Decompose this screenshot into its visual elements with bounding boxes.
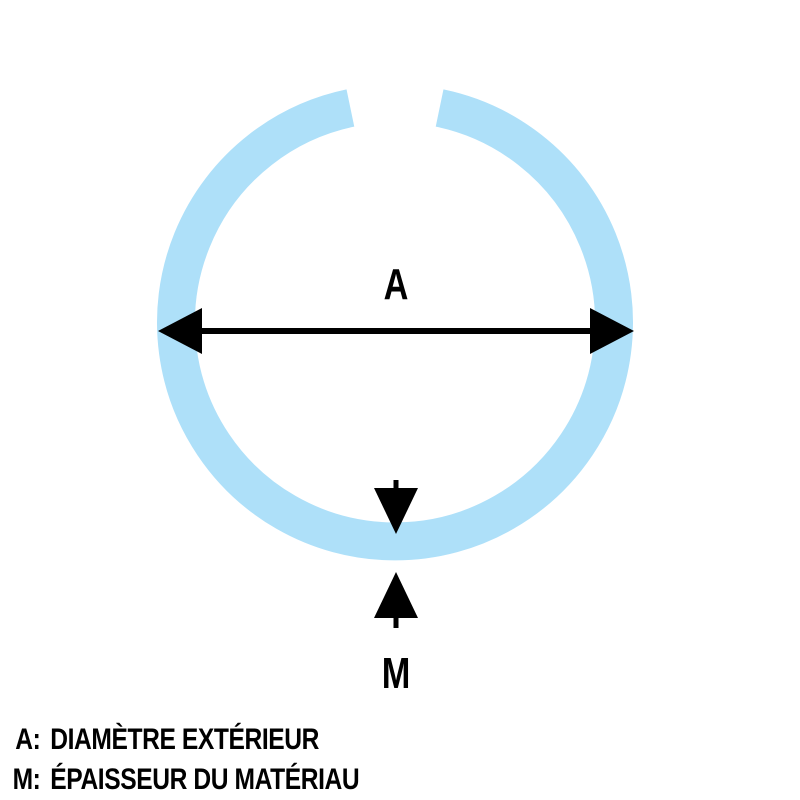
diameter-arrow-right	[590, 308, 634, 354]
legend-item-m: M: ÉPAISSEUR DU MATÉRIAU	[6, 760, 360, 800]
thickness-arrow-down	[374, 488, 418, 534]
legend: A: DIAMÈTRE EXTÉRIEUR M: ÉPAISSEUR DU MA…	[6, 720, 360, 800]
thickness-arrow-up	[374, 572, 418, 618]
legend-text: ÉPAISSEUR DU MATÉRIAU	[50, 763, 360, 796]
legend-key: M:	[12, 763, 41, 796]
diameter-dimension: A	[158, 260, 634, 354]
thickness-label: M	[382, 649, 411, 698]
diameter-arrow-left	[158, 308, 202, 354]
legend-key: A:	[15, 723, 41, 756]
legend-item-a: A: DIAMÈTRE EXTÉRIEUR	[6, 720, 359, 760]
legend-text: DIAMÈTRE EXTÉRIEUR	[50, 723, 319, 756]
split-ring	[157, 89, 633, 561]
diameter-label: A	[384, 260, 409, 309]
thickness-dimension: M	[374, 480, 418, 698]
